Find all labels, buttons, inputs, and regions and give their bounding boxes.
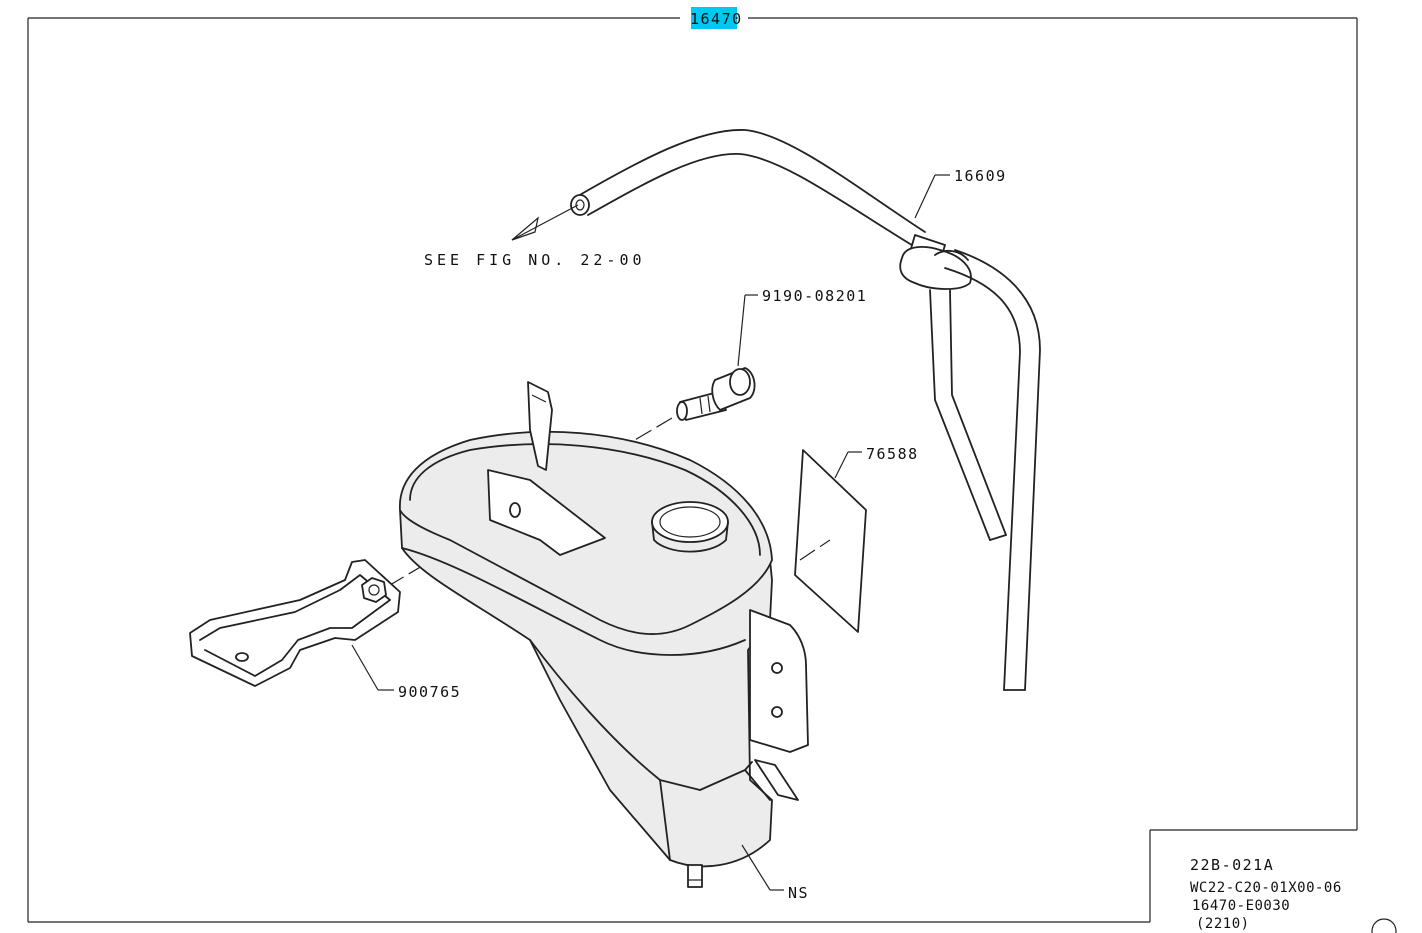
- drawing-frame: [27, 17, 1358, 923]
- title-block-line2: WC22-C20-01X00-06: [1190, 880, 1342, 896]
- bracket-900765: [189, 559, 401, 687]
- part-label-ns[interactable]: NS: [788, 884, 809, 902]
- group-code-label[interactable]: 16470: [690, 10, 743, 28]
- reservoir-tank: [399, 381, 809, 888]
- title-block-line4: (2210): [1196, 916, 1250, 932]
- leader-9190-08201: [737, 294, 758, 367]
- reference-note[interactable]: SEE FIG NO. 22-00: [424, 251, 646, 269]
- leader-900765: [351, 644, 394, 691]
- title-block-line3: 16470-E0030: [1192, 898, 1290, 914]
- label-sheet-76588: [794, 449, 867, 633]
- group-code-highlight: [691, 7, 737, 29]
- bolt-9190-08201: [676, 367, 756, 421]
- see-fig-arrow-icon: [511, 204, 579, 241]
- corner-mark-icon: [1371, 918, 1397, 933]
- leader-16609: [914, 174, 950, 219]
- title-block-line1: 22B-021A: [1190, 856, 1274, 874]
- part-label-76588[interactable]: 76588: [866, 445, 919, 463]
- leader-76588: [834, 451, 862, 479]
- leader-ns: [741, 844, 784, 891]
- part-label-16609[interactable]: 16609: [954, 167, 1007, 185]
- title-block: 22B-021A WC22-C20-01X00-06 16470-E0030 (…: [1190, 856, 1342, 932]
- part-label-900765[interactable]: 900765: [398, 683, 461, 701]
- part-label-9190-08201[interactable]: 9190-08201: [762, 287, 867, 305]
- hose-16609: [570, 129, 1041, 691]
